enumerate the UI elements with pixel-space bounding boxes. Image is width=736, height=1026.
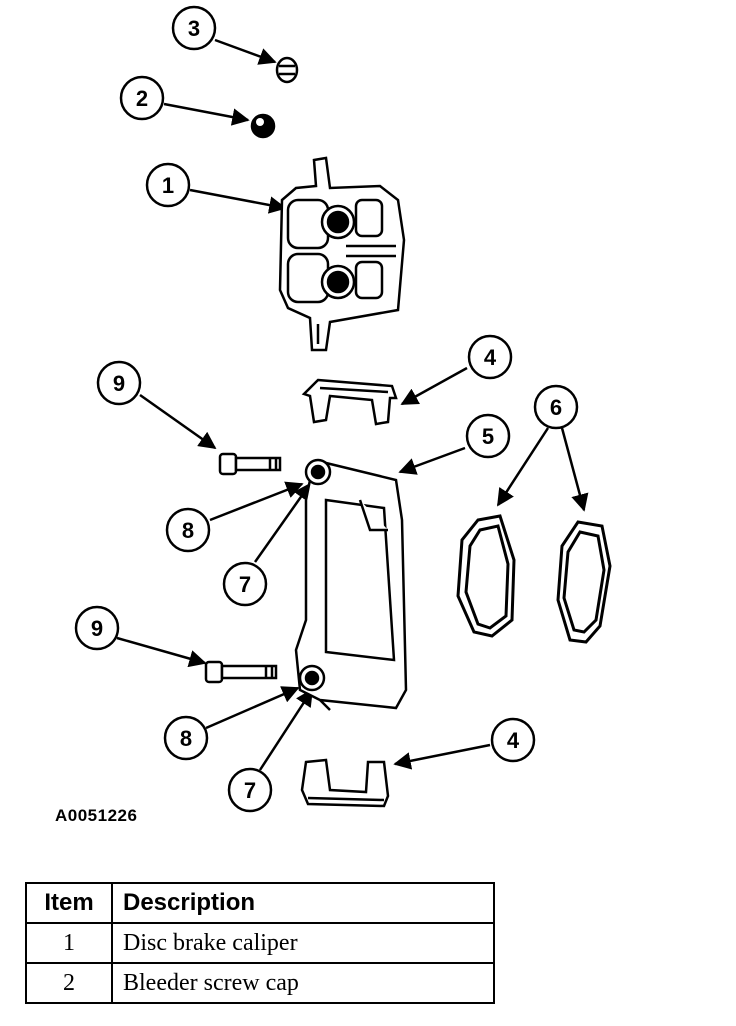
bleeder-screw-part <box>275 56 299 84</box>
figure-id-label: A0051226 <box>55 806 138 825</box>
header-description: Description <box>111 882 495 924</box>
table-cell-item: 1 <box>25 922 113 964</box>
callout-1: 1 <box>145 162 191 208</box>
svg-text:3: 3 <box>188 16 200 41</box>
anti-rattle-clip-bottom <box>300 758 390 808</box>
guide-pin-bolts <box>204 452 282 684</box>
header-item: Item <box>25 882 113 924</box>
bleeder-cap-part <box>250 113 276 139</box>
callout-4-bottom: 4 <box>490 717 536 763</box>
table-cell-item: 2 <box>25 962 113 1004</box>
table-cell-description: Disc brake caliper <box>111 922 495 964</box>
table-row: 1 Disc brake caliper <box>25 922 495 964</box>
caliper-part <box>278 156 406 352</box>
table-cell-description: Bleeder screw cap <box>111 962 495 1004</box>
brake-pads <box>456 514 612 644</box>
table-header-row: Item Description <box>25 882 495 924</box>
callout-2: 2 <box>119 75 165 121</box>
svg-text:5: 5 <box>482 424 494 449</box>
callout-6: 6 <box>533 384 579 430</box>
callout-7-bottom: 7 <box>227 767 273 813</box>
svg-text:2: 2 <box>136 86 148 111</box>
svg-text:7: 7 <box>239 572 251 597</box>
anti-rattle-clip-top <box>301 378 398 426</box>
callout-9-bottom: 9 <box>74 605 120 651</box>
callout-9-top: 9 <box>96 360 142 406</box>
svg-text:9: 9 <box>113 371 125 396</box>
svg-text:9: 9 <box>91 616 103 641</box>
callouts: 3 2 1 4 9 5 6 8 7 9 8 7 4 <box>74 5 579 813</box>
callout-8-bottom: 8 <box>163 715 209 761</box>
svg-text:7: 7 <box>244 778 256 803</box>
svg-text:4: 4 <box>484 345 497 370</box>
svg-text:8: 8 <box>180 726 192 751</box>
leader-lines <box>116 38 589 771</box>
svg-text:8: 8 <box>182 518 194 543</box>
anchor-bracket-part <box>294 458 408 711</box>
callout-7-top: 7 <box>222 561 268 607</box>
table-row: 2 Bleeder screw cap <box>25 962 495 1004</box>
callout-3: 3 <box>171 5 217 51</box>
svg-text:1: 1 <box>162 173 174 198</box>
callout-4-top: 4 <box>467 334 513 380</box>
exploded-brake-diagram: 3 2 1 4 9 5 6 8 7 9 8 7 4 <box>74 5 612 813</box>
parts-table: Item Description 1 Disc brake caliper 2 … <box>25 882 495 1004</box>
callout-5: 5 <box>465 413 511 459</box>
svg-text:4: 4 <box>507 728 520 753</box>
svg-text:6: 6 <box>550 395 562 420</box>
callout-8-top: 8 <box>165 507 211 553</box>
